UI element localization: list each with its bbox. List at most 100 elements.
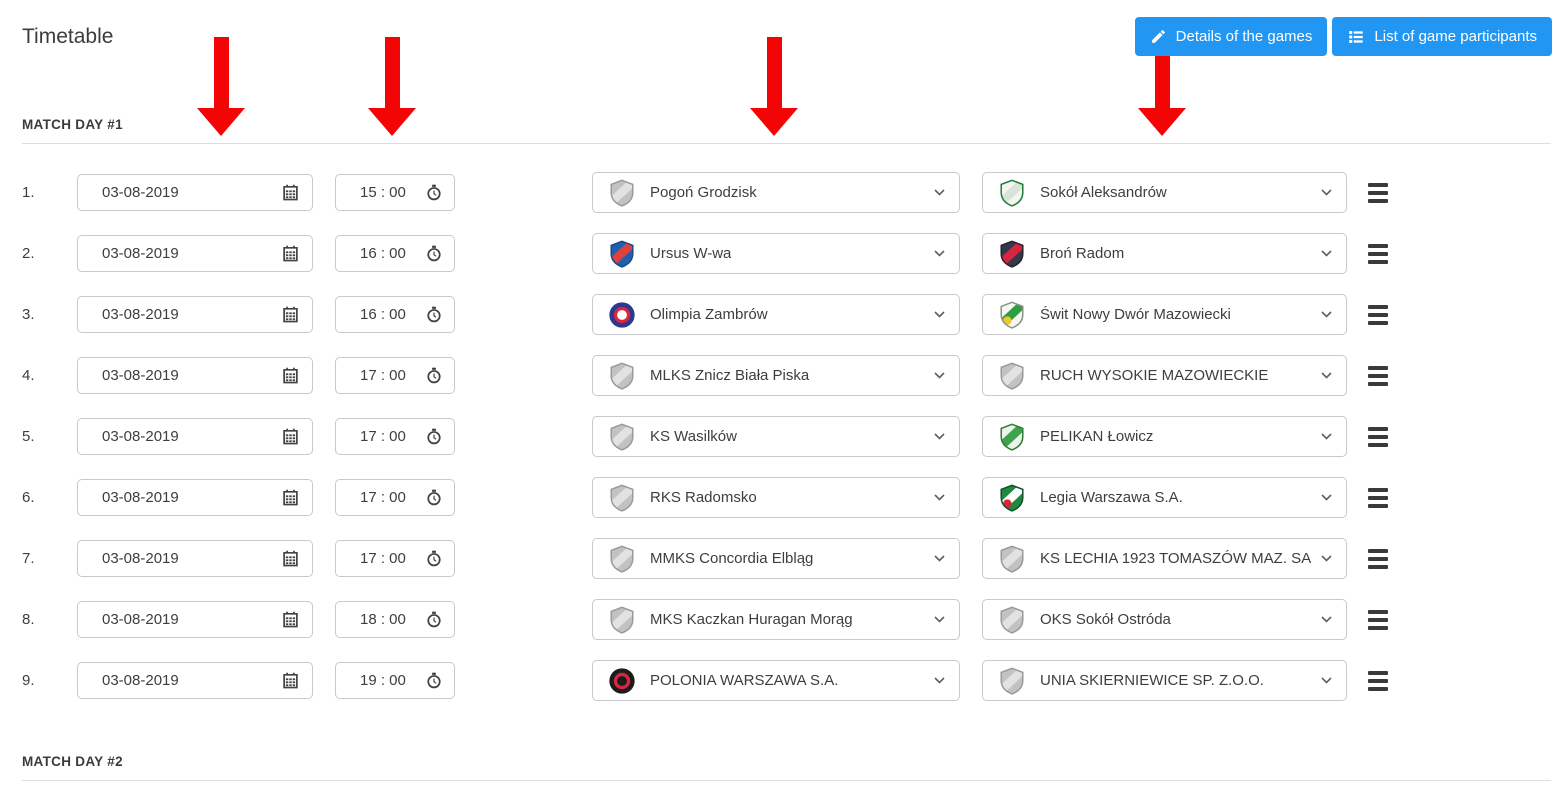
home-team-logo-icon [607, 178, 637, 208]
date-input[interactable]: 03-08-2019 [77, 601, 313, 638]
date-input[interactable]: 03-08-2019 [77, 540, 313, 577]
home-team-logo-icon [607, 605, 637, 635]
home-team-name: RKS Radomsko [650, 489, 757, 506]
away-team-select[interactable]: RUCH WYSOKIE MAZOWIECKIE [982, 355, 1347, 396]
calendar-icon[interactable] [282, 550, 299, 567]
date-value: 03-08-2019 [102, 672, 179, 689]
chevron-down-icon [1321, 616, 1332, 623]
date-input[interactable]: 03-08-2019 [77, 479, 313, 516]
home-team-name: POLONIA WARSZAWA S.A. [650, 672, 839, 689]
home-team-select[interactable]: Ursus W-wa [592, 233, 960, 274]
clock-icon[interactable] [426, 245, 442, 263]
away-team-name: UNIA SKIERNIEWICE SP. Z.O.O. [1040, 672, 1264, 689]
time-input[interactable]: 16 : 00 [335, 235, 455, 272]
away-team-select[interactable]: KS LECHIA 1923 TOMASZÓW MAZ. SA [982, 538, 1347, 579]
clock-icon[interactable] [426, 489, 442, 507]
away-team-logo-icon [997, 666, 1027, 696]
clock-icon[interactable] [426, 306, 442, 324]
time-input[interactable]: 17 : 00 [335, 479, 455, 516]
calendar-icon[interactable] [282, 306, 299, 323]
row-menu-icon[interactable] [1368, 548, 1388, 569]
clock-icon[interactable] [426, 550, 442, 568]
home-team-select[interactable]: KS Wasilków [592, 416, 960, 457]
date-value: 03-08-2019 [102, 184, 179, 201]
home-team-select[interactable]: POLONIA WARSZAWA S.A. [592, 660, 960, 701]
away-team-logo-icon [997, 300, 1027, 330]
chevron-down-icon [1321, 677, 1332, 684]
away-team-name: Broń Radom [1040, 245, 1125, 262]
chevron-down-icon [934, 555, 945, 562]
list-of-participants-button[interactable]: List of game participants [1332, 17, 1552, 56]
row-menu-icon[interactable] [1368, 243, 1388, 264]
row-menu-icon[interactable] [1368, 182, 1388, 203]
time-input[interactable]: 17 : 00 [335, 540, 455, 577]
home-team-logo-icon [607, 239, 637, 269]
away-team-select[interactable]: Legia Warszawa S.A. [982, 477, 1347, 518]
home-team-select[interactable]: Olimpia Zambrów [592, 294, 960, 335]
away-team-select[interactable]: UNIA SKIERNIEWICE SP. Z.O.O. [982, 660, 1347, 701]
calendar-icon[interactable] [282, 184, 299, 201]
chevron-down-icon [1321, 555, 1332, 562]
date-input[interactable]: 03-08-2019 [77, 174, 313, 211]
calendar-icon[interactable] [282, 489, 299, 506]
time-input[interactable]: 15 : 00 [335, 174, 455, 211]
time-value: 16 : 00 [360, 306, 406, 323]
home-team-select[interactable]: RKS Radomsko [592, 477, 960, 518]
toolbar: Details of the games List of game partic… [1134, 17, 1552, 56]
away-team-name: PELIKAN Łowicz [1040, 428, 1154, 445]
row-number: 4. [22, 367, 35, 384]
clock-icon[interactable] [426, 184, 442, 202]
row-menu-icon[interactable] [1368, 487, 1388, 508]
row-menu-icon[interactable] [1368, 365, 1388, 386]
chevron-down-icon [934, 311, 945, 318]
time-value: 17 : 00 [360, 550, 406, 567]
red-arrow-time-column [368, 37, 416, 136]
clock-icon[interactable] [426, 672, 442, 690]
date-input[interactable]: 03-08-2019 [77, 235, 313, 272]
clock-icon[interactable] [426, 428, 442, 446]
time-input[interactable]: 17 : 00 [335, 357, 455, 394]
row-menu-icon[interactable] [1368, 609, 1388, 630]
calendar-icon[interactable] [282, 428, 299, 445]
chevron-down-icon [1321, 189, 1332, 196]
match-day-label: MATCH DAY #2 [22, 754, 123, 769]
calendar-icon[interactable] [282, 611, 299, 628]
chevron-down-icon [1321, 250, 1332, 257]
time-input[interactable]: 16 : 00 [335, 296, 455, 333]
away-team-select[interactable]: Broń Radom [982, 233, 1347, 274]
row-number: 3. [22, 306, 35, 323]
list-of-participants-label: List of game participants [1374, 28, 1537, 45]
home-team-select[interactable]: MMKS Concordia Elbląg [592, 538, 960, 579]
date-input[interactable]: 03-08-2019 [77, 357, 313, 394]
clock-icon[interactable] [426, 367, 442, 385]
away-team-select[interactable]: PELIKAN Łowicz [982, 416, 1347, 457]
chevron-down-icon [1321, 494, 1332, 501]
calendar-icon[interactable] [282, 245, 299, 262]
chevron-down-icon [934, 494, 945, 501]
away-team-name: KS LECHIA 1923 TOMASZÓW MAZ. SA [1040, 550, 1312, 567]
time-value: 17 : 00 [360, 489, 406, 506]
time-input[interactable]: 18 : 00 [335, 601, 455, 638]
date-input[interactable]: 03-08-2019 [77, 662, 313, 699]
calendar-icon[interactable] [282, 367, 299, 384]
row-menu-icon[interactable] [1368, 426, 1388, 447]
home-team-select[interactable]: Pogoń Grodzisk [592, 172, 960, 213]
calendar-icon[interactable] [282, 672, 299, 689]
away-team-select[interactable]: Sokół Aleksandrów [982, 172, 1347, 213]
home-team-select[interactable]: MLKS Znicz Biała Piska [592, 355, 960, 396]
date-input[interactable]: 03-08-2019 [77, 418, 313, 455]
away-team-select[interactable]: Świt Nowy Dwór Mazowiecki [982, 294, 1347, 335]
away-team-select[interactable]: OKS Sokół Ostróda [982, 599, 1347, 640]
away-team-logo-icon [997, 544, 1027, 574]
row-menu-icon[interactable] [1368, 670, 1388, 691]
date-input[interactable]: 03-08-2019 [77, 296, 313, 333]
time-input[interactable]: 17 : 00 [335, 418, 455, 455]
home-team-select[interactable]: MKS Kaczkan Huragan Morąg [592, 599, 960, 640]
home-team-logo-icon [607, 544, 637, 574]
details-of-games-button[interactable]: Details of the games [1134, 17, 1328, 56]
away-team-name: OKS Sokół Ostróda [1040, 611, 1171, 628]
time-input[interactable]: 19 : 00 [335, 662, 455, 699]
clock-icon[interactable] [426, 611, 442, 629]
row-menu-icon[interactable] [1368, 304, 1388, 325]
